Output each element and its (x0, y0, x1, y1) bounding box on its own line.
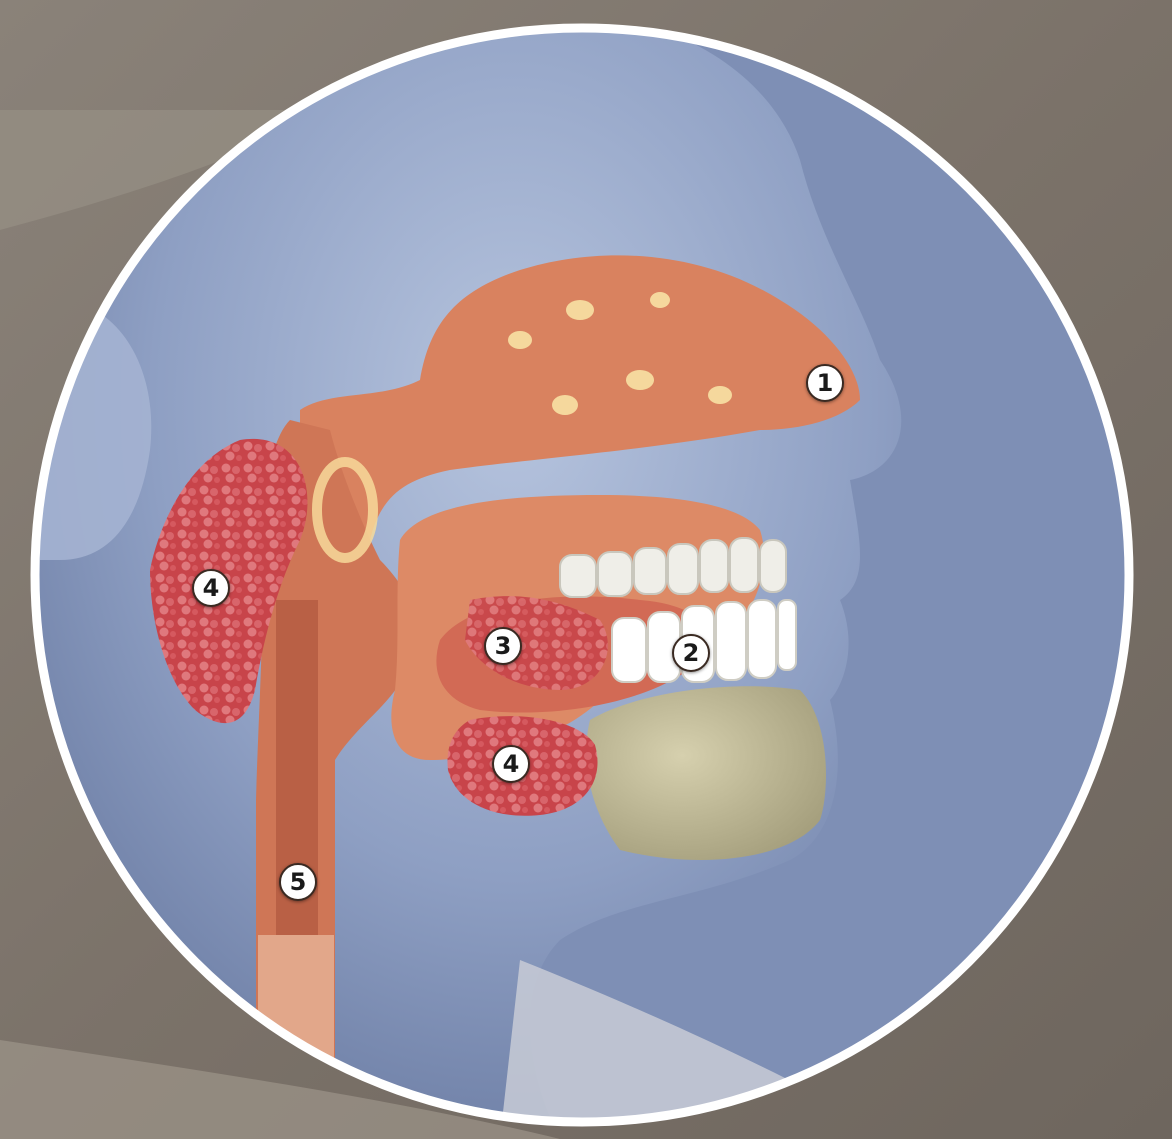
marker-4-parotid: 4 (192, 569, 230, 607)
marker-1: 1 (806, 364, 844, 402)
marker-2: 2 (672, 634, 710, 672)
mandible (586, 686, 826, 860)
marker-4-submandibular: 4 (492, 745, 530, 783)
marker-5: 5 (279, 863, 317, 901)
marker-3: 3 (484, 627, 522, 665)
